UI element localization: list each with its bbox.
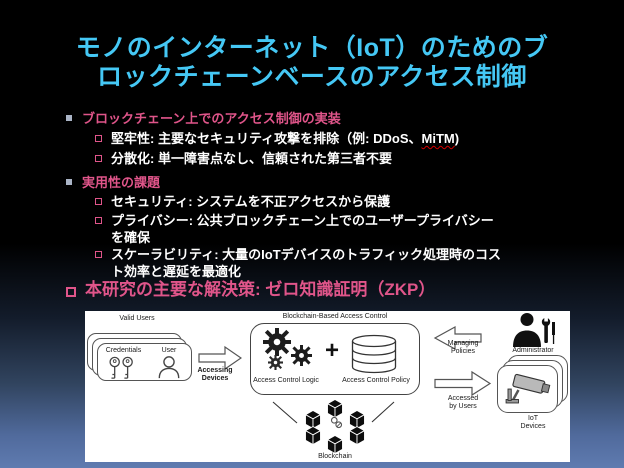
user-card-front: Credentials User xyxy=(97,343,192,381)
gear-icon xyxy=(263,328,291,356)
spellcheck-underlined-word: MiTM xyxy=(421,131,455,146)
slide-title: モノのインターネット（IoT）のためのブ ロックチェーンベースのアクセス制御 xyxy=(0,34,624,92)
security-camera-icon xyxy=(505,373,551,404)
blockchain-label: Blockchain xyxy=(318,453,352,460)
diagram-header-label: Blockchain-Based Access Control xyxy=(282,313,388,320)
bullet-hollow-square-icon xyxy=(66,287,76,297)
access-control-policy-label: Access Control Policy xyxy=(342,377,410,384)
bullet-text: スケーラビリティ: 大量のIoTデバイスのトラフィック処理時のコス ト効率と遅延… xyxy=(111,247,502,279)
bullet-text: プライバシー: 公共ブロックチェーン上でのユーザープライバシー を確保 xyxy=(111,213,494,245)
blockchain-cube-icon xyxy=(305,410,321,429)
chain-link-icon xyxy=(330,416,343,429)
user-label: User xyxy=(161,347,177,354)
bullet-item: 堅牢性: 主要なセキュリティ攻撃を排除（例: DDoS、MiTM) xyxy=(62,130,577,147)
blockchain-cube-icon xyxy=(327,399,343,418)
gear-icon xyxy=(291,345,312,366)
bullet-text: 堅牢性: 主要なセキュリティ攻撃を排除（例: DDoS、MiTM) xyxy=(111,130,459,147)
accessing-devices-label: Accessing Devices xyxy=(197,367,233,382)
blockchain-cube-icon xyxy=(349,410,365,429)
gear-icon xyxy=(268,355,283,370)
sub-bullet-square-icon xyxy=(95,251,102,258)
bullet-list: ブロックチェーン上でのアクセス制御の実装 堅牢性: 主要なセキュリティ攻撃を排除… xyxy=(62,110,577,300)
valid-users-label: Valid Users xyxy=(119,315,155,322)
bullet-square-icon xyxy=(66,179,72,185)
sub-bullet-square-icon xyxy=(95,217,102,224)
accessing-devices-arrow-icon xyxy=(198,345,242,371)
bullet-item: スケーラビリティ: 大量のIoTデバイスのトラフィック処理時のコス ト効率と遅延… xyxy=(62,246,577,280)
connector-lines xyxy=(272,401,395,424)
plus-sign: + xyxy=(325,337,340,364)
database-icon xyxy=(351,334,397,374)
slide-title-line2: ロックチェーンベースのアクセス制御 xyxy=(97,63,527,91)
bullet-square-icon xyxy=(66,115,72,121)
bullet-item: ブロックチェーン上でのアクセス制御の実装 xyxy=(62,110,577,127)
bullet-text: 分散化: 単一障害点なし、信頼された第三者不要 xyxy=(111,151,392,166)
bullet-text-post: ) xyxy=(454,131,460,146)
keys-icon xyxy=(109,356,133,379)
managing-policies-arrow-icon xyxy=(433,325,482,351)
bullet-item: セキュリティ: システムを不正アクセスから保護 xyxy=(62,193,577,210)
user-icon xyxy=(158,356,180,379)
accessed-by-users-label: Accessed by Users xyxy=(447,395,479,410)
bullet-text-pre: 堅牢性: 主要なセキュリティ攻撃を排除（例: DDoS、 xyxy=(111,131,422,146)
administrator-icon xyxy=(513,313,555,347)
blockchain-cube-icon xyxy=(305,426,321,445)
bullet-text: 実用性の課題 xyxy=(82,175,161,190)
blockchain-cube-icon xyxy=(349,426,365,445)
bullet-item: 分散化: 単一障害点なし、信頼された第三者不要 xyxy=(62,150,577,167)
accessed-by-users-arrow-icon xyxy=(434,370,492,397)
bullet-text: 本研究の主要な解決策: ゼロ知識証明（ZKP） xyxy=(85,280,436,299)
sub-bullet-square-icon xyxy=(95,135,102,142)
architecture-diagram: Blockchain-Based Access Control Valid Us… xyxy=(85,311,570,462)
blockchain-cube-icon xyxy=(327,435,343,454)
administrator-label: Administrator xyxy=(512,347,554,354)
sub-bullet-square-icon xyxy=(95,198,102,205)
access-control-logic-label: Access Control Logic xyxy=(253,377,319,384)
bullet-item: 実用性の課題 xyxy=(62,174,577,191)
bullet-item-solution: 本研究の主要な解決策: ゼロ知識証明（ZKP） xyxy=(62,280,577,300)
slide-title-line1: モノのインターネット（IoT）のためのブ xyxy=(75,34,549,62)
bullet-text: セキュリティ: システムを不正アクセスから保護 xyxy=(111,194,391,209)
sub-bullet-square-icon xyxy=(95,155,102,162)
iot-card-front xyxy=(497,365,558,413)
bullet-item: プライバシー: 公共ブロックチェーン上でのユーザープライバシー を確保 xyxy=(62,212,577,246)
bullet-text: ブロックチェーン上でのアクセス制御の実装 xyxy=(82,111,341,126)
iot-devices-label: IoT Devices xyxy=(520,415,546,430)
managing-policies-label: Managing Policies xyxy=(447,340,479,355)
credentials-label: Credentials xyxy=(105,347,142,354)
